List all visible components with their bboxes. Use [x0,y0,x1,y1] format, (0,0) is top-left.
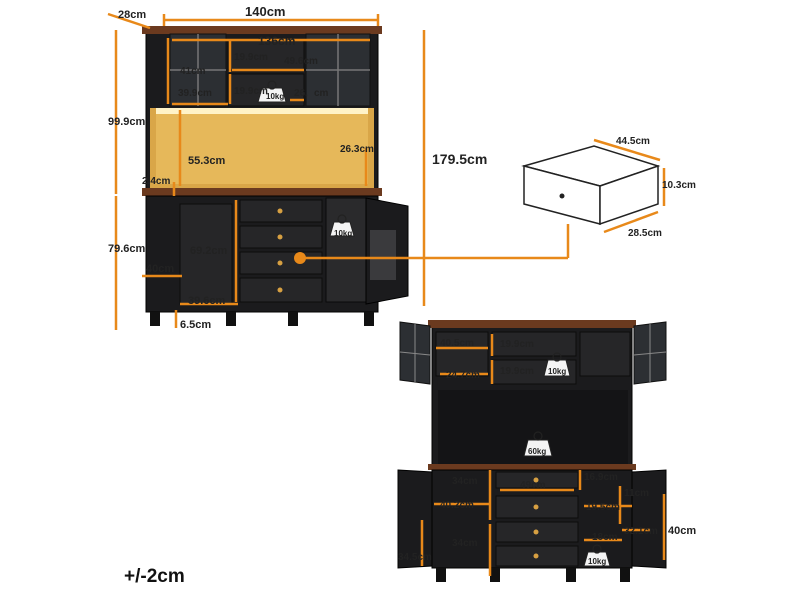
back-dimension-lines [420,334,666,576]
drawer-illustration [521,145,661,226]
inner-width-back-label: 11cm [624,488,649,499]
inner-width-label: 136cm [258,34,295,48]
drawer-stack-width-label: 39.6cm [188,295,226,307]
load-cubby-label: 10kg [548,367,566,376]
drawer-width-label: 44.5cm [616,136,650,147]
tolerance-note: +/-2cm [124,566,185,587]
weight-icon [543,352,571,377]
glass-door-height-label: 41cm [180,66,206,77]
drawer-stack-height-label: 69.2cm [190,245,228,257]
front-cabinet-illustration [142,26,409,326]
cubby-width-label: 40.5cm [440,338,474,349]
side-height-a-label: 34cm [452,476,478,487]
drawer-dimension-lines [593,138,666,234]
load-base-label: 10kg [588,557,606,566]
load-counter-label: 60kg [528,447,546,456]
base-depth-label: 40cm [146,263,174,275]
base-height-label: 79.6cm [108,243,146,255]
leg-height-label: 6.5cm [180,319,211,331]
drawer-depth-label: 28.5cm [628,228,662,239]
shelf-width-label: 49.6cm [284,56,318,67]
small-gap-unit-label: cm [314,88,329,99]
front-dimension-lines [107,12,570,330]
outlet-offset-label: 26.3cm [340,144,374,155]
upper-height-label: 99.9cm [108,116,146,128]
door-depth-label: 32.1cm [624,526,658,537]
weight-icon [257,80,287,103]
side-shelf-height-label: 19.5cm [586,502,620,513]
cubby-height-a-label: 19.9cm [500,339,534,350]
side-cab-width-label: 40.2cm [440,500,474,511]
counter-thickness-label: 2.4cm [142,176,170,187]
total-width-label: 140cm [245,4,285,19]
small-gap-label: 26. [294,88,308,99]
side-width-label: 39.9cm [178,88,212,99]
shelf-height-b-label: 19.9cm [234,86,268,97]
weight-icon [329,214,355,237]
lower-cubby-label: 24.7cm [446,370,480,381]
open-height-label: 55.3cm [188,155,226,167]
base-left-height-label: 34.5cm [398,552,432,563]
side-height-b-label: 34cm [452,538,478,549]
cubby-height-b-label: 19.9cm [500,366,534,377]
depth-label: 28cm [118,9,146,21]
cabinet-height-label: 40cm [668,525,696,537]
open-cabinet-illustration [397,320,667,582]
weight-icon [583,544,611,567]
total-height-label: 179.5cm [432,151,487,167]
load-door-label: 10kg [334,229,352,238]
load-shelf-label: 10kg [266,92,284,101]
top-drawer-height-label: 16.9cm [584,472,618,483]
base-drawer-width-label: 18cm [592,532,618,543]
drawer-width-back-label: 49cm [520,480,546,491]
shelf-height-a-label: 19.9cm [234,52,268,63]
drawer-height-label: 10.3cm [662,180,696,191]
weight-icon [523,431,553,457]
